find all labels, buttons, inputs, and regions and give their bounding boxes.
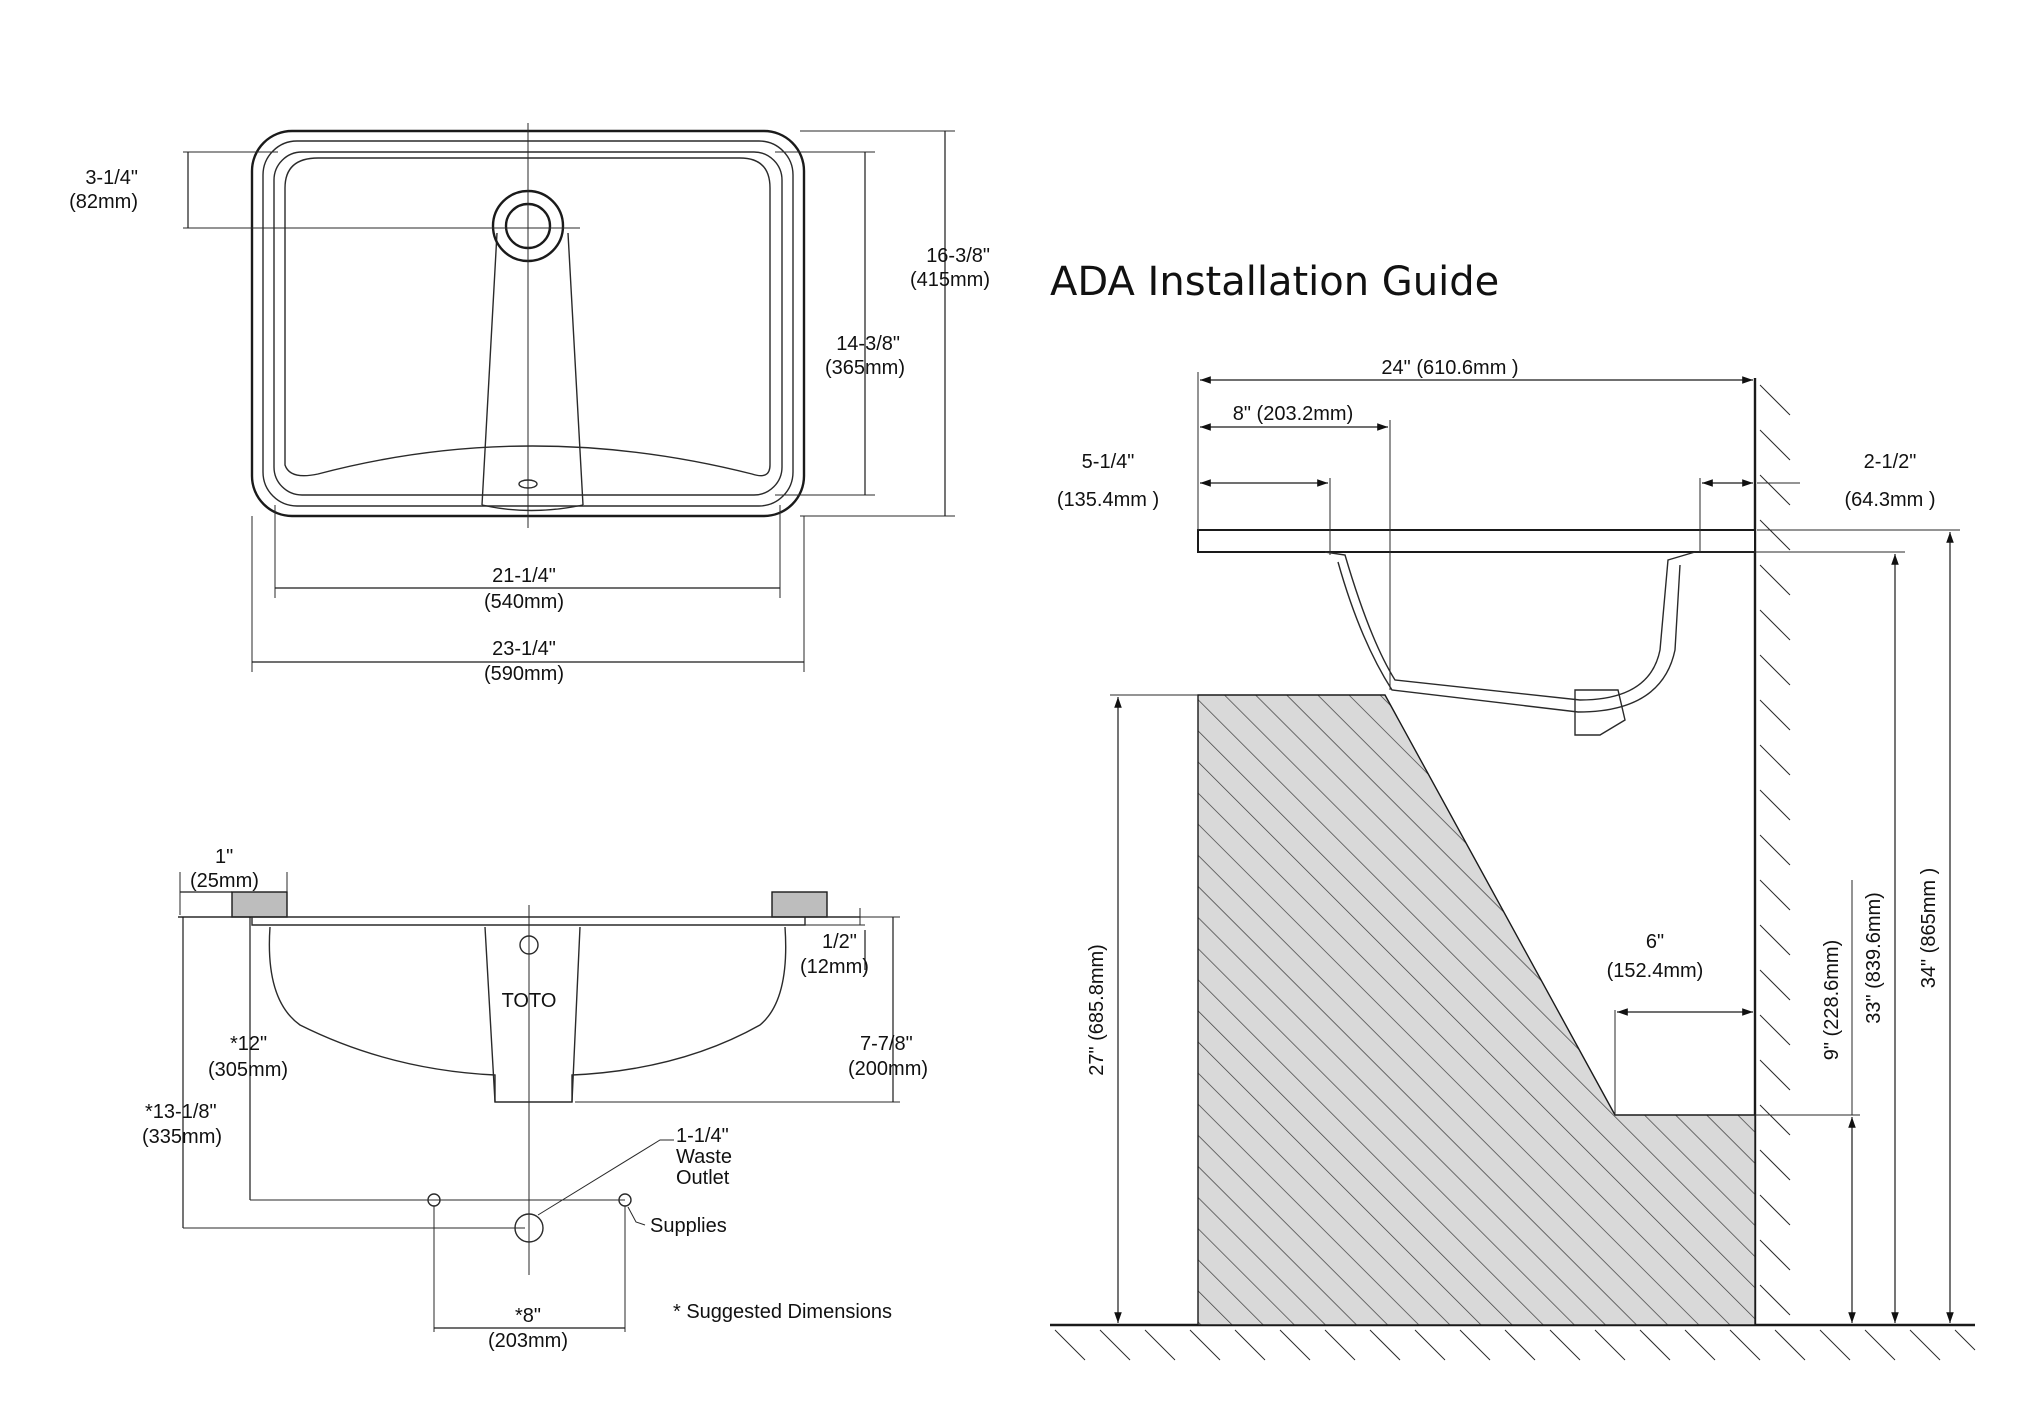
dim-2-1-2-mm: (64.3mm ) — [1844, 489, 1935, 511]
dim-12-in: *12" — [230, 1033, 267, 1055]
dim-21-1-4-mm: (540mm) — [484, 591, 564, 613]
countertop-right — [771, 891, 828, 918]
ada-sink-inner — [1337, 561, 1681, 713]
floor-hatching — [1054, 1329, 1976, 1361]
waste-label-line2: Waste — [676, 1146, 732, 1168]
dim-2-1-2-in: 2-1/2" — [1864, 451, 1917, 473]
dim-1-2-in: 1/2" — [822, 931, 857, 953]
deck-section — [484, 926, 581, 1103]
waste-label-line3: Outlet — [676, 1167, 730, 1189]
dim-8-mm: (203mm) — [488, 1330, 568, 1352]
ada-guide: ADA Installation Guide — [1050, 259, 1976, 1361]
dim-13-1-8-in: *13-1/8" — [145, 1101, 217, 1123]
bowl-outline — [284, 157, 771, 477]
dim-5-1-4-in: 5-1/4" — [1082, 451, 1135, 473]
dim-24: 24" (610.6mm ) — [1381, 357, 1518, 379]
waste-label-line1: 1-1/4" — [676, 1125, 729, 1147]
dim-21-1-4-in: 21-1/4" — [492, 565, 556, 587]
deck-bottom-lip — [481, 504, 584, 512]
knee-clearance-zone — [1197, 694, 1756, 1326]
section-view: TOTO 1" (25mm) 1/2" (12mm) 7-7/8" (200mm… — [142, 846, 928, 1352]
dim-14-3-8-in: 14-3/8" — [836, 333, 900, 355]
ada-sink-bowl — [1324, 551, 1696, 701]
dim-14-3-8-mm: (365mm) — [825, 357, 905, 379]
supplies-label: Supplies — [650, 1215, 727, 1237]
top-view: 3-1/4" (82mm) 16-3/8" (415mm) 14-3/8" (3… — [69, 123, 990, 685]
ada-drain — [1574, 689, 1626, 736]
dim-3-1-4-mm: (82mm) — [69, 191, 138, 213]
ada-title: ADA Installation Guide — [1050, 259, 1499, 305]
dim-16-3-8-in: 16-3/8" — [926, 245, 990, 267]
dim-7-7-8-mm: (200mm) — [848, 1058, 928, 1080]
dim-12-mm: (305mm) — [208, 1059, 288, 1081]
dim-16-3-8-mm: (415mm) — [910, 269, 990, 291]
dim-9: 9" (228.6mm) — [1821, 940, 1843, 1060]
dim-33: 33" (839.6mm) — [1863, 892, 1885, 1024]
dim-27: 27" (685.8mm) — [1086, 944, 1108, 1076]
dim-8-ada: 8" (203.2mm) — [1233, 403, 1353, 425]
waste-outlet — [514, 1213, 544, 1243]
dim-1-mm: (25mm) — [190, 870, 259, 892]
dim-13-1-8-mm: (335mm) — [142, 1126, 222, 1148]
dim-6-mm: (152.4mm) — [1607, 960, 1704, 982]
dim-34: 34" (865mm ) — [1918, 868, 1940, 988]
bowl-section — [268, 926, 787, 1103]
ada-countertop — [1197, 529, 1756, 553]
dim-6-in: 6" — [1646, 931, 1664, 953]
wall-hatching — [1759, 384, 1791, 1316]
dim-3-1-4-in: 3-1/4" — [85, 167, 138, 189]
dim-7-7-8-in: 7-7/8" — [860, 1033, 913, 1055]
suggested-dimensions-note: * Suggested Dimensions — [673, 1301, 892, 1323]
dim-23-1-4-in: 23-1/4" — [492, 638, 556, 660]
dim-1-in: 1" — [215, 846, 233, 868]
dim-1-2-mm: (12mm) — [800, 956, 869, 978]
dim-8-in: *8" — [515, 1305, 541, 1327]
deck-faucet-area — [481, 232, 584, 506]
countertop-left — [231, 891, 288, 918]
dim-23-1-4-mm: (590mm) — [484, 663, 564, 685]
dim-5-1-4-mm: (135.4mm ) — [1057, 489, 1159, 511]
